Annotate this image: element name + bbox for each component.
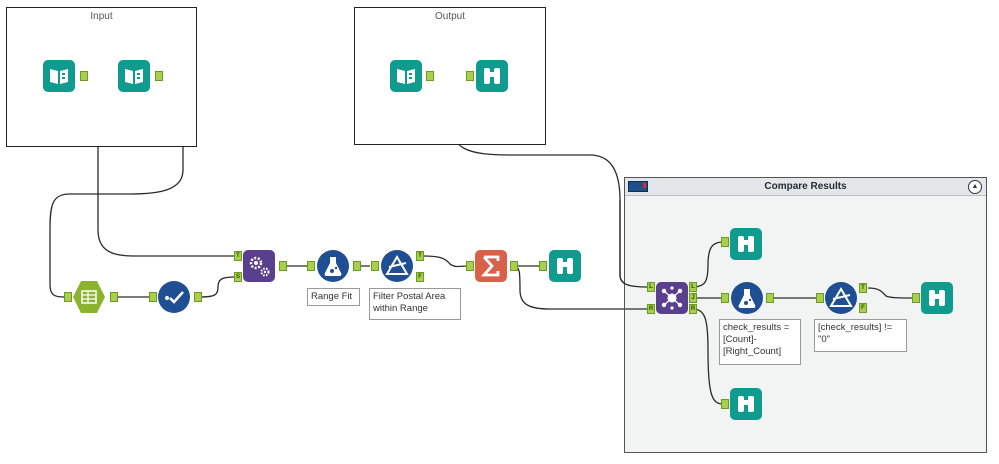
- checkmark-icon: [165, 291, 184, 304]
- select-tool[interactable]: [158, 281, 190, 313]
- formula-tool-2[interactable]: [731, 282, 763, 314]
- append-source-anchor[interactable]: S: [234, 272, 242, 282]
- output-anchor[interactable]: [766, 293, 774, 303]
- range-fit-annotation[interactable]: Range Fit: [307, 288, 360, 306]
- binoculars-icon: [738, 236, 754, 252]
- container-icon: [628, 181, 648, 192]
- binoculars-icon: [557, 258, 573, 274]
- join-right-input-anchor[interactable]: R: [647, 304, 655, 314]
- input-anchor[interactable]: [466, 261, 474, 271]
- check-filter-annotation[interactable]: [check_results] != "0": [814, 319, 907, 352]
- input-anchor[interactable]: [371, 261, 379, 271]
- summarize-table-tool[interactable]: [73, 281, 105, 313]
- output-browse-tool[interactable]: [476, 60, 508, 92]
- compare-results-container[interactable]: Compare Results ▲: [624, 177, 987, 453]
- join-left-input-anchor[interactable]: L: [647, 282, 655, 292]
- join-icon: [661, 286, 683, 310]
- gears-icon: [249, 256, 270, 277]
- filter-icon: [829, 287, 853, 307]
- filter-postal-annotation[interactable]: Filter Postal Area within Range: [369, 288, 461, 320]
- browse-tool-1[interactable]: [549, 250, 581, 282]
- binoculars-icon: [738, 396, 754, 412]
- input-anchor[interactable]: [539, 261, 547, 271]
- binoculars-icon: [929, 290, 945, 306]
- flask-icon: [324, 257, 342, 276]
- input-anchor[interactable]: [721, 399, 729, 409]
- input-anchor[interactable]: [307, 261, 315, 271]
- browse-left-tool[interactable]: [730, 228, 762, 260]
- output-anchor[interactable]: [510, 261, 518, 271]
- input-anchor[interactable]: [816, 293, 824, 303]
- book-icon: [50, 69, 68, 84]
- input-container-title: Input: [90, 11, 113, 22]
- input-container[interactable]: Input: [6, 7, 197, 147]
- join-left-output-anchor[interactable]: L: [689, 282, 697, 292]
- input-anchor[interactable]: [721, 293, 729, 303]
- input-anchor[interactable]: [466, 71, 474, 81]
- table-icon: [81, 290, 97, 304]
- compare-results-header[interactable]: Compare Results ▲: [625, 178, 986, 196]
- output-anchor[interactable]: [426, 71, 434, 81]
- output-anchor[interactable]: [279, 261, 287, 271]
- output-container[interactable]: Output: [354, 7, 546, 145]
- filter-icon: [385, 255, 409, 275]
- output-anchor[interactable]: [155, 71, 163, 81]
- check-results-annotation[interactable]: check_results = [Count]-[Right_Count]: [719, 319, 801, 365]
- filter-true-anchor[interactable]: T: [416, 251, 424, 261]
- input-anchor[interactable]: [64, 292, 72, 302]
- join-right-output-anchor[interactable]: R: [689, 304, 697, 314]
- formula-tool-1[interactable]: [317, 250, 349, 282]
- compare-results-title: Compare Results: [764, 181, 847, 192]
- join-tool[interactable]: [656, 282, 688, 314]
- filter-true-anchor[interactable]: T: [859, 283, 867, 293]
- input-data-tool-2[interactable]: [118, 60, 150, 92]
- browse-right-tool[interactable]: [730, 388, 762, 420]
- output-container-title: Output: [434, 11, 466, 22]
- output-anchor[interactable]: [80, 71, 88, 81]
- book-icon: [397, 69, 415, 84]
- join-join-output-anchor[interactable]: J: [689, 293, 697, 303]
- book-icon: [125, 69, 143, 84]
- browse-true-tool[interactable]: [921, 282, 953, 314]
- append-target-anchor[interactable]: T: [234, 251, 242, 261]
- filter-tool-1[interactable]: [381, 250, 413, 282]
- sigma-icon: [480, 255, 500, 277]
- input-anchor[interactable]: [721, 237, 729, 247]
- filter-false-anchor[interactable]: F: [416, 272, 424, 282]
- input-anchor[interactable]: [912, 293, 920, 303]
- output-anchor[interactable]: [110, 292, 118, 302]
- flask-icon: [738, 289, 756, 308]
- output-anchor[interactable]: [353, 261, 361, 271]
- chevron-up-icon[interactable]: ▲: [968, 180, 982, 194]
- filter-false-anchor[interactable]: F: [859, 303, 867, 313]
- input-data-tool-1[interactable]: [43, 60, 75, 92]
- summarize-tool[interactable]: [475, 250, 507, 282]
- binoculars-icon: [484, 68, 500, 84]
- output-input-tool[interactable]: [390, 60, 422, 92]
- output-anchor[interactable]: [194, 292, 202, 302]
- filter-tool-2[interactable]: [825, 282, 857, 314]
- append-fields-tool[interactable]: [243, 250, 275, 282]
- input-anchor[interactable]: [149, 292, 157, 302]
